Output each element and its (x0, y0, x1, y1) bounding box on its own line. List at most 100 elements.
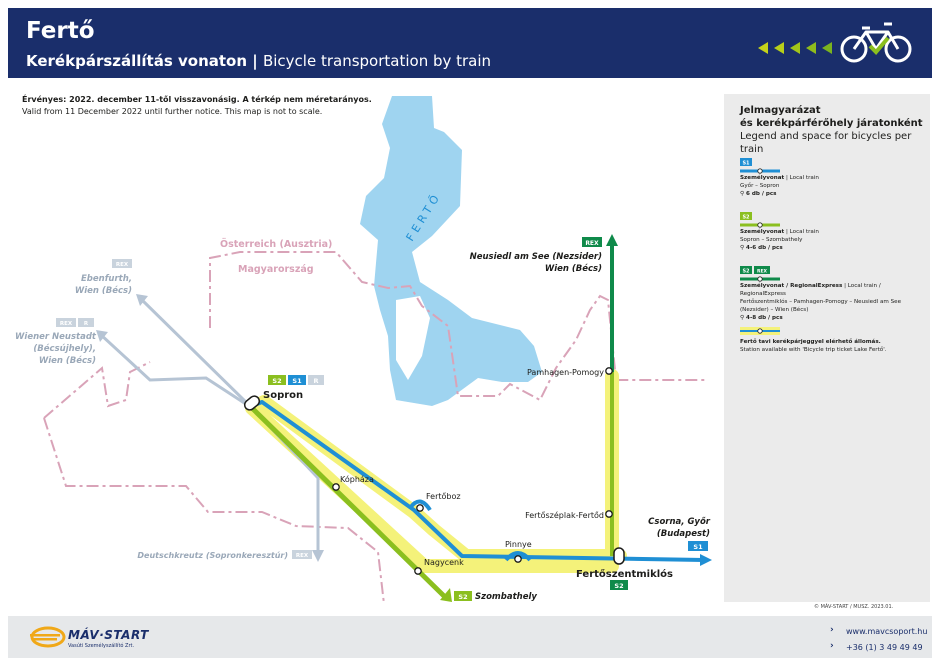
station-fertoszentmiklos-marker (613, 547, 625, 565)
arrow-chevrons-icon (758, 42, 832, 54)
line-wiener-neustadt-arrow (96, 330, 108, 342)
station-pinnye-label: Pinnye (505, 540, 532, 549)
badge-s1-csorna: S1 (693, 543, 703, 551)
bicycle-small-icon: ⚲ (740, 191, 747, 197)
bicycle-small-icon: ⚲ (740, 315, 747, 321)
legend-badge-s2-rex: S2 (742, 269, 750, 275)
border-south (43, 417, 385, 605)
station-pamhagen-marker (605, 367, 613, 375)
line-ebenfurth (138, 296, 254, 410)
legend-item-s2-type: Személyvonat (740, 229, 785, 235)
line-deutschkreutz-arrow (312, 550, 324, 562)
line-s1-loop-pinnye (504, 551, 532, 562)
dest-ebenfurth-2: Wien (Bécs) (75, 285, 132, 296)
footer-website-link[interactable]: www.mavcsoport.hu (846, 627, 928, 636)
border-label-hungary: Magyarország (238, 264, 314, 275)
badge-s2-szombathely: S2 (458, 593, 467, 601)
line-s2 (250, 406, 446, 598)
mav-logo-icon (30, 626, 66, 648)
dest-wiener-neustadt-3: Wien (Bécs) (39, 355, 96, 366)
subtitle-separator: | (247, 52, 263, 70)
bicycle-small-icon: ⚲ (740, 245, 747, 251)
badge-rex-deutschkreutz: REX (296, 553, 309, 559)
station-nagycenk-marker (414, 567, 422, 575)
legend-item-rex-type-en: Local train / RegionalExpress (740, 283, 881, 297)
legend-item-rex-route: Fertőszentmiklós – Pamhagen-Pomogy – Neu… (740, 299, 902, 313)
legend-item-s1-capacity: 6 db / pcs (746, 191, 777, 197)
line-ebenfurth-arrow (136, 294, 148, 306)
legend-item-s2-type-en: Local train (789, 229, 819, 235)
chevron-right-icon: › (830, 625, 834, 635)
legend-badge-rex: REX (757, 269, 768, 275)
legend-title-en: Legend and space for bicycles per train (740, 131, 912, 155)
badge-s2-sopron: S2 (272, 377, 281, 385)
header: Fertő Kerékpárszállítás vonaton | Bicycl… (8, 8, 932, 78)
badge-rex-ebenfurth: REX (116, 262, 129, 268)
legend-item-rex-type: Személyvonat / RegionalExpress (740, 283, 843, 289)
station-kophaza-marker (332, 483, 340, 491)
legend-title: Jelmagyarázat és kerékpárférőhely járato… (740, 104, 930, 156)
station-kophaza-label: Kópháza (340, 474, 374, 484)
legend-title-hu-2: és kerékpárférőhely járatonként (740, 118, 923, 129)
dest-neusiedl-1: Neusiedl am See (Nezsider) (470, 252, 603, 262)
legend-item-ticket-hu: Fertő tavi kerékpárjeggyel elérhető állo… (740, 339, 881, 345)
legend-line-s2: S2 (740, 212, 780, 228)
dest-wiener-neustadt-1: Wiener Neustadt (15, 332, 97, 342)
legend-item-s1: Személyvonat | Local train Győr – Sopron… (740, 174, 925, 198)
badge-s1-sopron: S1 (292, 377, 302, 385)
copyright: © MÁV-START / MUSZ. 2023.01. (814, 604, 894, 610)
bicycle-icon (840, 22, 912, 63)
footer-brand: MÁV·START (68, 628, 149, 642)
legend-item-ticket: Fertő tavi kerékpárjeggyel elérhető állo… (740, 338, 925, 354)
legend-item-s1-type-en: Local train (789, 175, 819, 181)
station-sopron-label: Sopron (263, 390, 303, 401)
station-fertoboz-marker (416, 504, 424, 512)
legend-line-s1: S1 (740, 158, 780, 174)
station-fertoszentmiklos-label: Fertőszentmiklós (576, 568, 673, 580)
footer-phone: +36 (1) 3 49 49 49 (846, 643, 923, 652)
legend-item-s2-capacity: 4-6 db / pcs (746, 245, 783, 251)
legend-item-ticket-en: Station available with 'Bicycle trip tic… (740, 347, 887, 353)
line-s1-arrow (700, 554, 712, 566)
legend-item-rex-capacity: 4-8 db / pcs (746, 315, 783, 321)
legend-item-rex: Személyvonat / RegionalExpress | Local t… (740, 282, 925, 322)
lake-bay (396, 296, 430, 380)
legend-line-rex: S2 REX (740, 266, 780, 282)
line-s2-arrow (440, 588, 452, 602)
legend-item-s1-route: Győr – Sopron (740, 183, 780, 189)
page-subtitle: Kerékpárszállítás vonaton | Bicycle tran… (26, 52, 491, 70)
station-fertoszeplak-marker (605, 510, 613, 518)
dest-wiener-neustadt-2: (Bécsújhely), (33, 343, 96, 354)
lake-ferto (360, 96, 542, 406)
line-rex-arrow (606, 234, 618, 246)
footer: MÁV·START Vasúti Személyszállító Zrt. › … (8, 616, 932, 658)
station-fertoboz-label: Fertőboz (426, 492, 461, 501)
dest-csorna-2: (Budapest) (657, 529, 710, 539)
page-title: Fertő (26, 18, 95, 44)
line-s1-loop-fertoboz (408, 499, 432, 512)
station-sopron-marker (243, 395, 261, 411)
validity-en: Valid from 11 December 2022 until furthe… (22, 107, 323, 116)
validity-note: Érvényes: 2022. december 11-től visszavo… (22, 94, 372, 118)
validity-hu: Érvényes: 2022. december 11-től visszavo… (22, 95, 372, 104)
border-label-austria: Österreich (Ausztria) (220, 239, 332, 250)
chevron-right-icon: › (830, 641, 834, 651)
line-wiener-neustadt (98, 332, 253, 410)
legend-title-hu-1: Jelmagyarázat (740, 105, 821, 116)
badge-rex-neusiedl: REX (585, 240, 599, 247)
legend-badge-s1: S1 (742, 161, 750, 167)
dest-ebenfurth-1: Ebenfurth, (81, 274, 132, 284)
dest-szombathely: Szombathely (475, 592, 537, 602)
dest-csorna-1: Csorna, Győr (648, 517, 711, 527)
subtitle-en: Bicycle transportation by train (262, 52, 492, 70)
line-s1 (251, 400, 705, 562)
border-southwest (43, 361, 151, 419)
legend-item-s2-route: Sopron – Szombathely (740, 237, 803, 243)
badge-s2-fertoszentmiklos: S2 (614, 582, 623, 590)
subtitle-hu: Kerékpárszállítás vonaton (26, 52, 248, 70)
footer-brand-sub: Vasúti Személyszállító Zrt. (68, 643, 135, 649)
badge-rex-wiener-neustadt: REX (60, 321, 73, 327)
legend-badge-s2: S2 (742, 215, 750, 221)
station-pinnye-marker (514, 555, 522, 563)
